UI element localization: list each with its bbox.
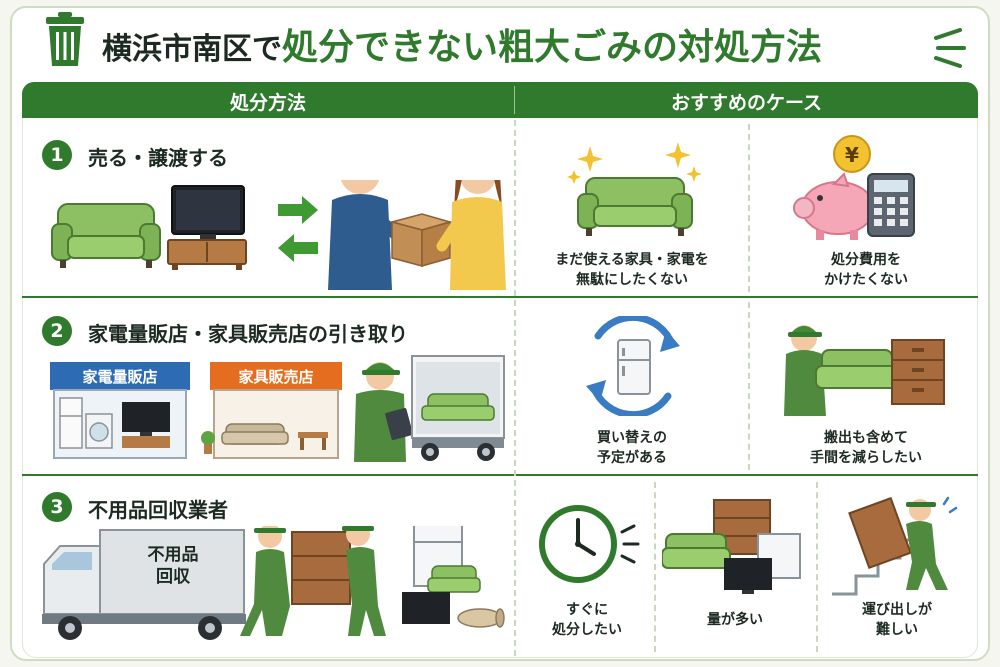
truck-icon <box>411 355 505 461</box>
delivery-worker-icon <box>354 362 413 462</box>
cardboard-box-icon <box>389 213 453 267</box>
furniture-store-sign: 家具販売店 <box>238 368 314 386</box>
table-header: 処分方法 おすすめのケース <box>22 82 978 118</box>
section-3-number: 3 <box>42 492 72 522</box>
piggy-bank-calculator-icon: ¥ <box>793 135 915 240</box>
section-2-number: 2 <box>42 316 72 346</box>
electronics-store-sign: 家電量販店 <box>82 368 158 386</box>
section-3-illustration <box>42 526 505 640</box>
case-3b-caption: 量が多い <box>707 612 763 628</box>
header-cases: おすすめのケース <box>670 92 823 114</box>
trash-can-icon <box>46 12 84 66</box>
unwanted-items-pile-icon <box>402 526 505 628</box>
header-method: 処分方法 <box>229 92 306 114</box>
column-divider <box>514 120 516 656</box>
section-2-illustration <box>50 355 505 462</box>
section-1-title: 売る・譲渡する <box>88 146 228 170</box>
case-1a-caption: まだ使える家具・家電を 無駄にしたくない <box>555 252 709 288</box>
title-highlight: 処分できない粗大ごみの対処方法 <box>282 27 823 68</box>
electronics-store-icon <box>50 362 190 459</box>
yen-coin-icon: ¥ <box>845 143 859 167</box>
furniture-store-icon <box>201 362 342 459</box>
collection-truck-icon <box>42 529 246 640</box>
header-divider <box>514 86 515 114</box>
section-3-title: 不用品回収業者 <box>88 498 228 522</box>
sparkling-sofa-icon <box>567 142 702 236</box>
title-row: 横浜市南区で処分できない粗大ごみの対処方法 <box>22 8 978 78</box>
movers-with-dresser-icon <box>240 526 386 636</box>
woman-person-icon <box>436 180 506 290</box>
clock-icon <box>539 505 640 583</box>
case-divider-1 <box>748 124 750 292</box>
worker-carrying-furniture-icon <box>784 325 945 416</box>
row-divider-1 <box>22 296 978 298</box>
case-3a-caption: すぐに 処分したい <box>552 602 622 638</box>
row-divider-2 <box>22 474 978 476</box>
section-1-number: 1 <box>42 140 72 170</box>
exchange-arrows-icon <box>278 196 318 262</box>
truck-label: 不用品 回収 <box>147 545 199 587</box>
case-2b-caption: 搬出も含めて 手間を減らしたい <box>810 430 922 466</box>
case-divider-2 <box>748 302 750 470</box>
man-person-icon <box>328 180 408 290</box>
carrying-upstairs-icon <box>832 496 958 596</box>
emphasis-lines-icon <box>934 28 966 68</box>
refresh-fridge-icon <box>586 316 680 416</box>
section-2-title: 家電量販店・家具販売店の引き取り <box>88 322 408 346</box>
section-1-illustration <box>51 180 506 290</box>
sofa-icon <box>51 203 161 268</box>
page-title: 横浜市南区で処分できない粗大ごみの対処方法 <box>102 18 822 70</box>
case-3c-caption: 運び出しが 難しい <box>862 602 932 638</box>
case-divider-3b <box>816 482 818 652</box>
tv-icon <box>167 185 247 270</box>
many-items-icon <box>662 499 801 594</box>
case-2a-caption: 買い替えの 予定がある <box>597 430 667 466</box>
title-prefix: 横浜市南区で <box>102 32 282 67</box>
case-divider-3a <box>654 482 656 652</box>
case-1b-caption: 処分費用を かけたくない <box>824 252 908 288</box>
